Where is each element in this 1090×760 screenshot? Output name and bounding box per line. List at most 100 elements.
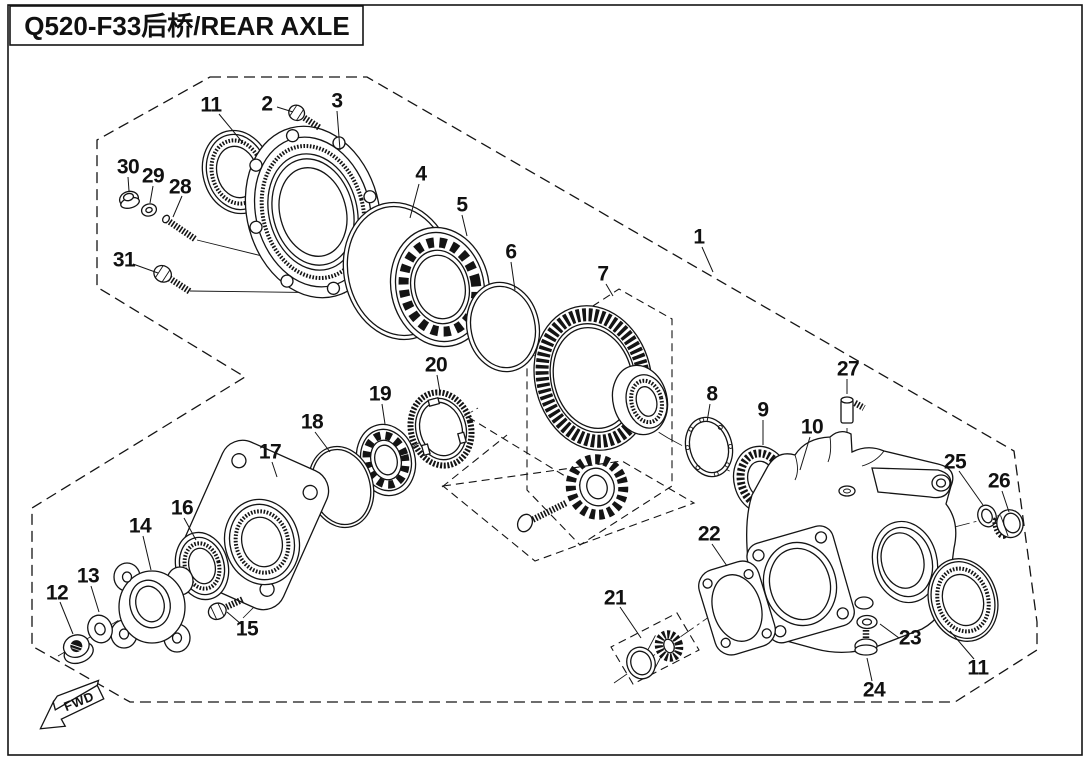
ring-gear-7 <box>533 305 669 451</box>
pinion-shaft <box>516 454 629 533</box>
callout-leader-5 <box>461 214 468 237</box>
coupling-flange-14 <box>110 562 194 653</box>
callout-leader-3 <box>336 110 341 151</box>
callout-leader-18 <box>314 431 331 453</box>
callout-leader-26 <box>1001 490 1010 513</box>
vent-boss <box>838 485 856 497</box>
callout-leader-20 <box>436 374 441 393</box>
callout-22: 22 <box>698 523 720 546</box>
callout-3: 3 <box>331 90 342 113</box>
callout-15: 15 <box>236 618 259 641</box>
bolt-31 <box>153 264 192 294</box>
vent-boss-hole <box>843 488 851 494</box>
callout-leader-2 <box>276 106 294 113</box>
callout-leader-19 <box>381 403 386 425</box>
seal-washer-23 <box>856 614 878 630</box>
title-box <box>9 5 364 46</box>
callout-leader-7 <box>605 283 614 297</box>
callout-leader-29 <box>149 185 154 204</box>
callout-24: 24 <box>863 679 886 702</box>
fwd-arrow: FWD <box>39 679 105 730</box>
shim-8 <box>684 416 734 478</box>
flange-nut-12 <box>62 634 94 665</box>
callout-leader-8 <box>706 403 711 423</box>
lock-nut-20 <box>407 389 475 469</box>
callout-28: 28 <box>169 176 192 199</box>
bolt-2 <box>288 104 322 131</box>
callout-19: 19 <box>369 383 391 406</box>
callout-23: 23 <box>899 627 921 650</box>
callout-9: 9 <box>757 399 768 422</box>
callout-leader-15 <box>226 611 242 625</box>
drain-plug-24 <box>854 630 878 656</box>
callout-leader-10 <box>799 436 811 471</box>
bolt-15 <box>207 596 245 621</box>
callout-20: 20 <box>425 354 447 377</box>
callout-6: 6 <box>505 241 516 264</box>
callout-leader-30 <box>127 176 130 192</box>
callout-leader-22 <box>711 543 728 567</box>
callout-leader-16 <box>183 517 197 541</box>
callout-leader-6 <box>510 261 516 291</box>
oil-seal-11-bottom <box>927 558 999 642</box>
page-border <box>7 4 1083 756</box>
housing-bracket-upper <box>871 467 952 499</box>
pinion-box <box>441 460 696 562</box>
housing-side-opening <box>871 520 939 604</box>
callout-5: 5 <box>456 194 468 217</box>
callout-leader-4 <box>409 183 420 219</box>
gear-hub <box>611 364 669 436</box>
callout-27: 27 <box>837 358 859 381</box>
assembly-boundary <box>31 76 1038 703</box>
callout-leader-23 <box>879 623 900 639</box>
callout-leader-21 <box>619 606 642 639</box>
callout-leader-11 <box>218 113 244 144</box>
callout-26: 26 <box>988 470 1010 493</box>
callout-8: 8 <box>706 383 718 406</box>
callout-25: 25 <box>944 451 967 474</box>
bearing-5 <box>389 226 491 348</box>
callout-1: 1 <box>693 226 705 249</box>
bushing-set-21 <box>626 630 684 680</box>
callout-leader-25 <box>958 470 984 506</box>
callout-leader-31 <box>132 263 159 274</box>
callout-leader-13 <box>90 585 100 613</box>
subassembly-boxes <box>441 288 700 685</box>
callout-14: 14 <box>129 515 152 538</box>
callout-10: 10 <box>801 416 823 439</box>
bushing-21-box <box>610 612 700 685</box>
vent-valve-27 <box>840 396 866 424</box>
callout-11: 11 <box>967 657 989 680</box>
housing-10 <box>746 430 957 653</box>
callout-leader-24 <box>866 657 873 682</box>
callout-4: 4 <box>415 163 427 186</box>
callout-17: 17 <box>259 441 281 464</box>
callout-16: 16 <box>171 497 193 520</box>
gasket-22 <box>698 560 776 656</box>
gear-7-box <box>526 288 673 546</box>
callout-leader-28 <box>172 195 183 218</box>
seal-washer-25 <box>977 504 997 528</box>
callout-12: 12 <box>46 582 68 605</box>
housing-front-flange <box>746 525 855 644</box>
diagram-title: Q520-F33后桥/REAR AXLE <box>24 11 350 41</box>
callout-13: 13 <box>77 565 99 588</box>
callout-7: 7 <box>597 263 608 286</box>
callout-18: 18 <box>301 411 324 434</box>
plug-26 <box>992 509 1024 539</box>
callout-leader-12 <box>59 601 74 635</box>
callout-leader-1 <box>701 246 714 273</box>
stud-28 <box>161 214 197 242</box>
washer-29 <box>140 203 158 217</box>
callout-30: 30 <box>117 156 139 179</box>
callout-31: 31 <box>113 249 136 272</box>
o-ring-6 <box>465 281 541 373</box>
callout-leader-11 <box>949 630 975 660</box>
callout-11: 11 <box>200 94 222 117</box>
drain-boss <box>854 596 874 610</box>
callout-21: 21 <box>604 587 627 610</box>
callout-leader-17 <box>271 461 278 478</box>
